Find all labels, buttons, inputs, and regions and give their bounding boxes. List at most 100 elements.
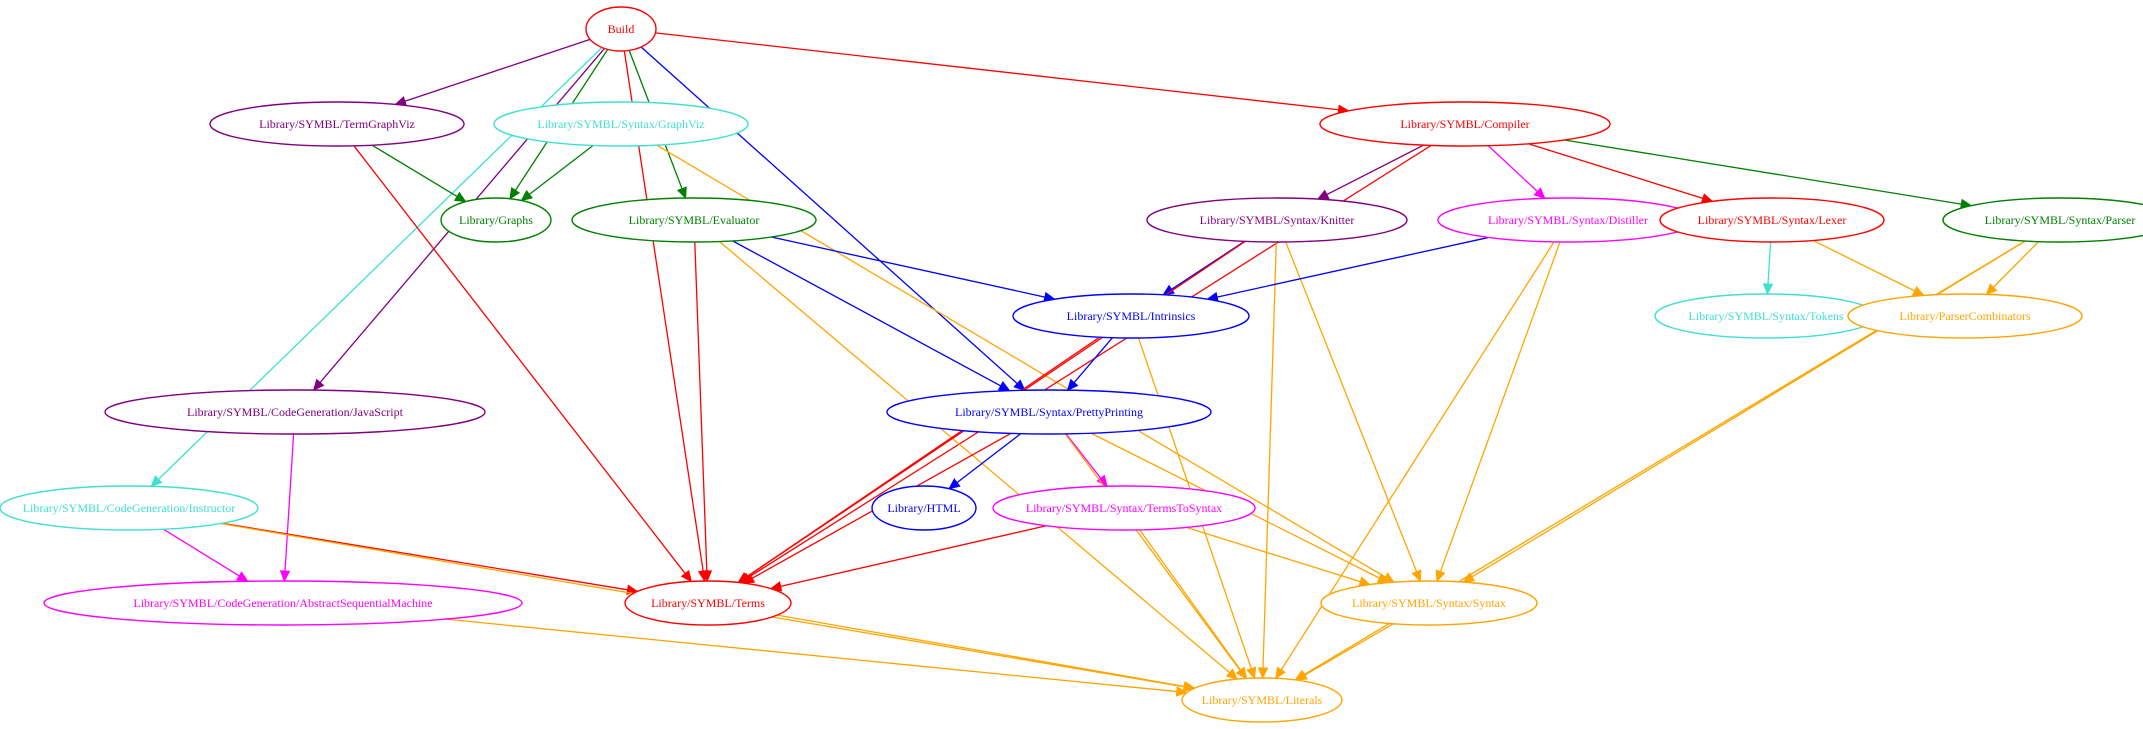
node-syntaxgraphviz: Library/SYMBL/Syntax/GraphViz (493, 101, 749, 147)
edge-arrowhead (1435, 569, 1446, 583)
node-label: Library/SYMBL/Syntax/Distiller (1488, 213, 1648, 227)
edge-compiler-to-lexer (1528, 143, 1714, 204)
edge-javascript-to-asm (279, 433, 295, 583)
node-javascript: Library/SYMBL/CodeGeneration/JavaScript (104, 389, 486, 435)
edge-compiler-to-knitter (1316, 144, 1424, 200)
node-evaluator: Library/SYMBL/Evaluator (571, 197, 817, 243)
edge-line (353, 145, 686, 574)
node-ellipse (1942, 197, 2143, 243)
node-ellipse (104, 389, 486, 435)
edge-line (1185, 526, 1361, 583)
edge-prettyprinting-to-html (948, 433, 1022, 490)
edge-arrowhead (1013, 379, 1026, 392)
edge-arrowhead (1275, 666, 1286, 680)
edge-arrowhead (1411, 569, 1422, 583)
edge-arrowhead (1225, 668, 1239, 680)
edge-line (1812, 239, 1915, 292)
edge-arrowhead (1295, 670, 1308, 681)
edge-syntax-to-literals (1295, 623, 1394, 681)
node-html: Library/HTML (871, 485, 977, 531)
node-knitter: Library/SYMBL/Syntax/Knitter (1146, 197, 1408, 243)
edge-line (1528, 143, 1704, 200)
node-ellipse (992, 485, 1256, 531)
node-ellipse (0, 485, 259, 531)
node-label: Library/SYMBL/Compiler (1400, 117, 1529, 131)
edge-line (404, 38, 591, 102)
edge-evaluator-to-literals (719, 241, 1239, 680)
edge-line (777, 614, 1185, 688)
node-ellipse (209, 101, 465, 147)
edge-termstosyntax-to-literals (1139, 529, 1248, 680)
node-ellipse (1847, 293, 2083, 339)
node-ellipse (624, 580, 792, 626)
edge-arrowhead (453, 191, 467, 203)
nodes-layer: BuildLibrary/SYMBL/CompilerLibrary/SYMBL… (0, 6, 2143, 723)
edge-arrowhead (1066, 378, 1079, 392)
node-ellipse (886, 389, 1212, 435)
edge-knitter-to-literals (1257, 241, 1277, 680)
edge-line (371, 144, 458, 198)
edge-instructor-to-asm (163, 528, 249, 582)
edge-lexer-to-parsercomb (1812, 239, 1925, 296)
edge-intrinsics-to-prettyprinting (1066, 337, 1113, 392)
edge-line (694, 241, 708, 572)
edge-evaluator-to-terms (694, 241, 713, 583)
edge-parser-to-parsercomb (1985, 241, 2040, 296)
node-ellipse (1320, 580, 1538, 626)
edge-arrowhead (1985, 283, 1998, 296)
edge-line (732, 240, 1002, 387)
node-label: Library/SYMBL/CodeGeneration/Instructor (23, 501, 236, 515)
node-termstosyntax: Library/SYMBL/Syntax/TermsToSyntax (992, 485, 1256, 531)
edge-lexer-to-tokens (1762, 241, 1774, 296)
edge-line (1304, 623, 1394, 676)
edge-line (640, 46, 1018, 385)
edge-arrowhead (1257, 667, 1269, 680)
node-ellipse (1012, 293, 1250, 339)
node-label: Library/HTML (887, 501, 960, 515)
edge-arrowhead (948, 478, 961, 490)
edge-distiller-to-syntax (1435, 241, 1561, 583)
edge-arrowhead (1762, 283, 1774, 296)
edge-arrowhead (520, 189, 533, 202)
node-ellipse (440, 197, 552, 243)
edge-line (1992, 241, 2040, 288)
edge-line (1326, 144, 1424, 196)
node-asm: Library/SYMBL/CodeGeneration/AbstractSeq… (43, 580, 523, 626)
node-ellipse (43, 580, 523, 626)
node-ellipse (1659, 197, 1885, 243)
node-label: Library/SYMBL/Terms (651, 596, 765, 610)
edge-line (1564, 139, 1962, 205)
node-tokens: Library/SYMBL/Syntax/Tokens (1654, 293, 1878, 339)
node-label: Library/SYMBL/Intrinsics (1067, 309, 1196, 323)
edge-line (771, 236, 1046, 298)
edge-termgraphviz-to-terms (353, 145, 693, 583)
node-label: Library/SYMBL/Syntax/Knitter (1200, 213, 1355, 227)
edge-line (719, 241, 1231, 674)
edge-line (746, 336, 1101, 578)
edge-line (1262, 241, 1277, 669)
node-distiller: Library/SYMBL/Syntax/Distiller (1437, 197, 1699, 243)
node-literals: Library/SYMBL/Literals (1181, 677, 1343, 723)
node-label: Library/SYMBL/Syntax/TermsToSyntax (1026, 501, 1222, 515)
edge-line (780, 525, 1047, 588)
node-label: Library/SYMBL/Syntax/Lexer (1698, 213, 1847, 227)
node-label: Library/SYMBL/Syntax/PrettyPrinting (955, 405, 1143, 419)
edge-arrowhead (236, 571, 249, 582)
node-instructor: Library/SYMBL/CodeGeneration/Instructor (0, 485, 259, 531)
edge-line (528, 144, 594, 195)
node-label: Library/SYMBL/CodeGeneration/AbstractSeq… (133, 596, 432, 610)
node-compiler: Library/SYMBL/Compiler (1319, 101, 1611, 147)
node-intrinsics: Library/SYMBL/Intrinsics (1012, 293, 1250, 339)
edge-build-to-compiler (655, 32, 1350, 115)
edge-line (1065, 433, 1102, 479)
edge-arrowhead (279, 570, 291, 583)
node-label: Library/ParserCombinators (1899, 309, 2031, 323)
node-parser: Library/SYMBL/Syntax/Parser (1942, 197, 2143, 243)
node-build: Build (585, 6, 657, 52)
edge-line (221, 522, 628, 591)
node-prettyprinting: Library/SYMBL/Syntax/PrettyPrinting (886, 389, 1212, 435)
node-label: Library/SYMBL/Syntax/Syntax (1352, 596, 1506, 610)
edge-arrowhead (680, 569, 693, 583)
node-label: Library/SYMBL/Evaluator (629, 213, 760, 227)
